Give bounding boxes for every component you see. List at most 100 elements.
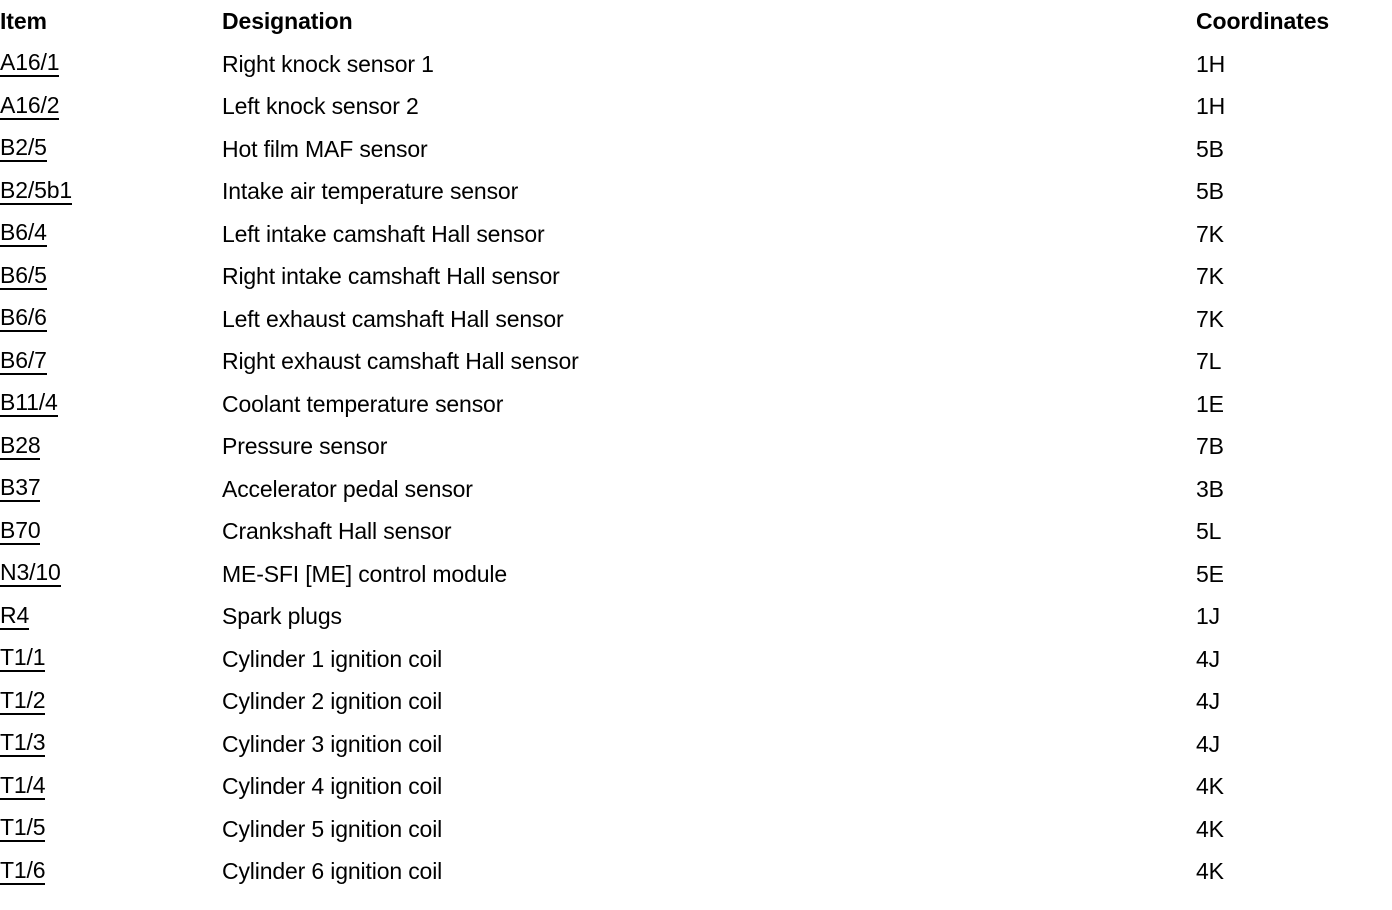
table-row: B2/5 Hot film MAF sensor 5B xyxy=(0,128,1392,171)
cell-coordinates: 4J xyxy=(1196,688,1220,715)
cell-coordinates: 7K xyxy=(1196,305,1224,332)
cell-item: T1/1 xyxy=(0,638,222,681)
item-reference-link[interactable]: T1/4 xyxy=(0,771,46,800)
item-reference-link[interactable]: T1/1 xyxy=(0,644,46,673)
table-body: A16/1 Right knock sensor 1 1H A16/2 Left kno… xyxy=(0,43,1392,893)
cell-coordinates: 7B xyxy=(1196,433,1224,460)
item-reference-link[interactable]: R4 xyxy=(0,601,30,630)
cell-item: B6/6 xyxy=(0,298,222,341)
cell-coordinates: 7K xyxy=(1196,220,1224,247)
table-row: B6/4 Left intake camshaft Hall sensor 7K xyxy=(0,213,1392,256)
cell-designation: ME-SFI [ME] control module xyxy=(222,560,507,587)
cell-designation: Cylinder 2 ignition coil xyxy=(222,688,443,715)
cell-item: T1/6 xyxy=(0,851,222,894)
cell-coordinates: 5B xyxy=(1196,178,1224,205)
cell-item: T1/5 xyxy=(0,808,222,851)
cell-designation: Right exhaust camshaft Hall sensor xyxy=(222,348,579,375)
column-header-item: Item xyxy=(0,8,47,34)
table-row: T1/6 Cylinder 6 ignition coil 4K xyxy=(0,851,1392,894)
cell-coordinates: 7K xyxy=(1196,263,1224,290)
cell-designation: Left exhaust camshaft Hall sensor xyxy=(222,305,564,332)
cell-designation: Crankshaft Hall sensor xyxy=(222,518,452,545)
item-reference-link[interactable]: T1/2 xyxy=(0,686,46,715)
cell-coordinates: 1H xyxy=(1196,50,1226,77)
cell-designation: Cylinder 5 ignition coil xyxy=(222,815,443,842)
item-reference-link[interactable]: B2/5b1 xyxy=(0,176,72,205)
cell-coordinates: 5E xyxy=(1196,560,1224,587)
cell-designation: Coolant temperature sensor xyxy=(222,390,504,417)
cell-item: T1/3 xyxy=(0,723,222,766)
table-header: Item Designation Coordinates xyxy=(0,0,1392,43)
table-row: T1/1 Cylinder 1 ignition coil 4J xyxy=(0,638,1392,681)
cell-item: B6/7 xyxy=(0,341,222,384)
cell-designation: Left intake camshaft Hall sensor xyxy=(222,220,545,247)
cell-coordinates: 4K xyxy=(1196,773,1224,800)
item-reference-link[interactable]: B37 xyxy=(0,474,41,503)
cell-designation: Intake air temperature sensor xyxy=(222,178,519,205)
cell-item: T1/2 xyxy=(0,681,222,724)
cell-item: B37 xyxy=(0,468,222,511)
item-reference-link[interactable]: T1/6 xyxy=(0,856,46,885)
cell-designation: Hot film MAF sensor xyxy=(222,135,428,162)
cell-item: T1/4 xyxy=(0,766,222,809)
cell-item: B28 xyxy=(0,426,222,469)
cell-coordinates: 4J xyxy=(1196,730,1220,757)
table-row: B6/6 Left exhaust camshaft Hall sensor 7K xyxy=(0,298,1392,341)
item-reference-link[interactable]: B6/6 xyxy=(0,304,47,333)
cell-item: A16/1 xyxy=(0,43,222,86)
cell-item: B70 xyxy=(0,511,222,554)
table-row: B11/4 Coolant temperature sensor 1E xyxy=(0,383,1392,426)
item-reference-link[interactable]: A16/1 xyxy=(0,49,60,78)
item-reference-link[interactable]: B2/5 xyxy=(0,134,47,163)
table-row: A16/2 Left knock sensor 2 1H xyxy=(0,86,1392,129)
table-row: A16/1 Right knock sensor 1 1H xyxy=(0,43,1392,86)
cell-designation: Left knock sensor 2 xyxy=(222,93,419,120)
cell-designation: Cylinder 1 ignition coil xyxy=(222,645,443,672)
table-row: B70 Crankshaft Hall sensor 5L xyxy=(0,511,1392,554)
column-header-coordinates: Coordinates xyxy=(1196,8,1330,34)
item-reference-link[interactable]: N3/10 xyxy=(0,559,61,588)
table-row: T1/5 Cylinder 5 ignition coil 4K xyxy=(0,808,1392,851)
cell-item: B6/5 xyxy=(0,256,222,299)
cell-coordinates: 7L xyxy=(1196,348,1222,375)
cell-coordinates: 4J xyxy=(1196,645,1220,672)
item-reference-link[interactable]: B28 xyxy=(0,431,41,460)
item-reference-link[interactable]: T1/5 xyxy=(0,814,46,843)
cell-item: B11/4 xyxy=(0,383,222,426)
item-reference-link[interactable]: T1/3 xyxy=(0,729,46,758)
cell-coordinates: 1E xyxy=(1196,390,1224,417)
cell-designation: Pressure sensor xyxy=(222,433,388,460)
cell-designation: Accelerator pedal sensor xyxy=(222,475,473,502)
item-reference-link[interactable]: B6/7 xyxy=(0,346,47,375)
cell-designation: Spark plugs xyxy=(222,603,342,630)
cell-coordinates: 4K xyxy=(1196,815,1224,842)
table-row: B6/7 Right exhaust camshaft Hall sensor 7L xyxy=(0,341,1392,384)
item-reference-link[interactable]: A16/2 xyxy=(0,91,60,120)
column-header-designation: Designation xyxy=(222,8,353,34)
cell-coordinates: 4K xyxy=(1196,858,1224,885)
cell-coordinates: 5L xyxy=(1196,518,1222,545)
cell-coordinates: 1H xyxy=(1196,93,1226,120)
cell-designation: Right knock sensor 1 xyxy=(222,50,434,77)
cell-item: B6/4 xyxy=(0,213,222,256)
table-row: B2/5b1 Intake air temperature sensor 5B xyxy=(0,171,1392,214)
cell-coordinates: 5B xyxy=(1196,135,1224,162)
cell-item: B2/5 xyxy=(0,128,222,171)
item-reference-link[interactable]: B11/4 xyxy=(0,389,58,418)
item-reference-link[interactable]: B6/5 xyxy=(0,261,47,290)
table-row: T1/2 Cylinder 2 ignition coil 4J xyxy=(0,681,1392,724)
table-row: B28 Pressure sensor 7B xyxy=(0,426,1392,469)
cell-item: B2/5b1 xyxy=(0,171,222,214)
item-reference-link[interactable]: B6/4 xyxy=(0,219,47,248)
table-header-row: Item Designation Coordinates xyxy=(0,0,1392,43)
cell-designation: Cylinder 6 ignition coil xyxy=(222,858,443,885)
cell-item: A16/2 xyxy=(0,86,222,129)
item-reference-link[interactable]: B70 xyxy=(0,516,41,545)
